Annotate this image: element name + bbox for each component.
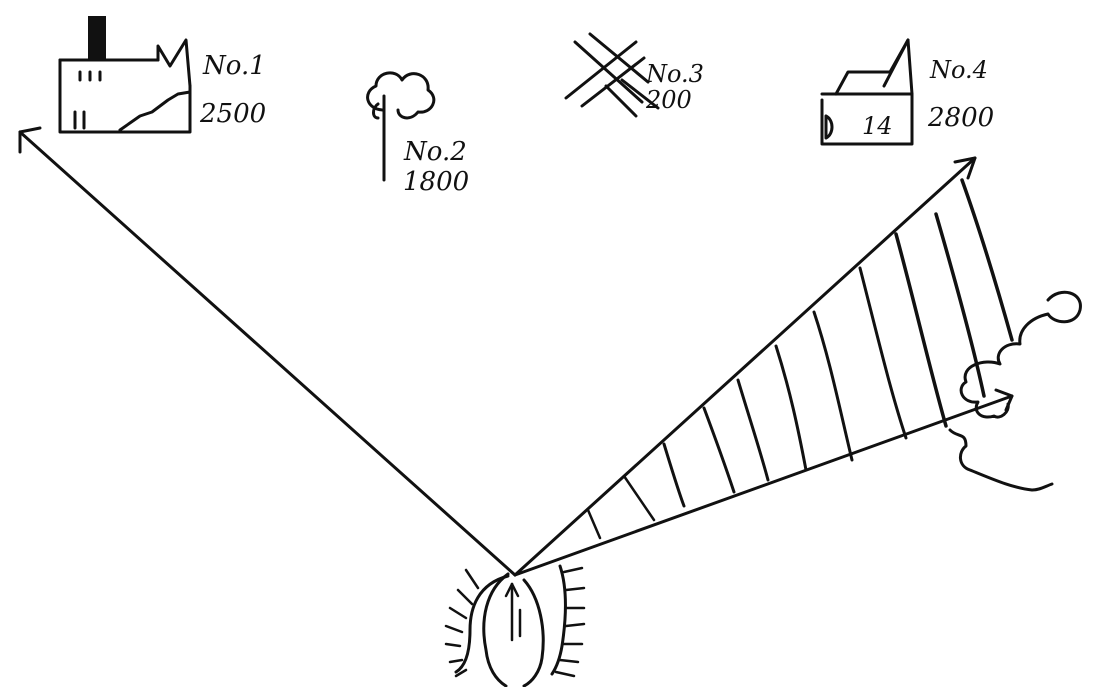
no4-value: 2800 xyxy=(927,103,994,133)
no1-value: 2500 xyxy=(199,99,266,129)
landmark-no3: No.3 200 xyxy=(566,34,704,116)
ray-right-upper xyxy=(515,158,975,575)
crossroads-icon xyxy=(566,34,658,116)
no1-label: No.1 xyxy=(202,51,266,81)
landmark-no1: No.1 2500 xyxy=(60,16,266,132)
factory-icon xyxy=(60,16,190,132)
landmark-no2: No.2 1800 xyxy=(368,73,470,197)
no4-label: No.4 xyxy=(929,56,988,84)
ray-right-lower xyxy=(515,390,1012,575)
observer-position-icon xyxy=(446,566,584,686)
no2-value: 1800 xyxy=(403,167,469,197)
no2-label: No.2 xyxy=(403,137,467,167)
cloud-icon xyxy=(950,292,1080,490)
no3-value: 200 xyxy=(645,86,692,114)
hatched-sector xyxy=(588,180,1012,538)
house-number: 14 xyxy=(862,112,893,140)
house-icon: 14 xyxy=(822,40,912,144)
landmark-no4: 14 No.4 2800 xyxy=(822,40,994,144)
no3-label: No.3 xyxy=(645,60,704,88)
